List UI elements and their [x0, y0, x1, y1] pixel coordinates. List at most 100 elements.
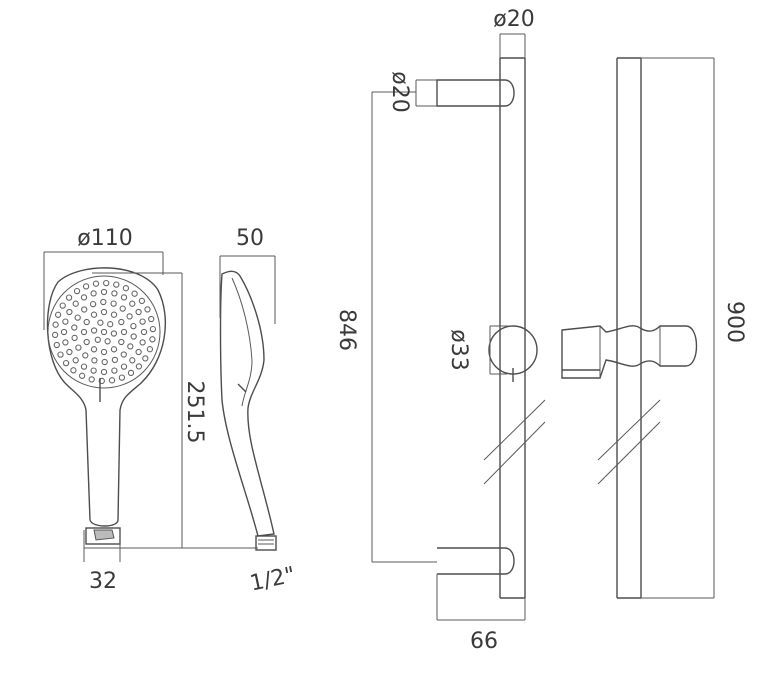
spray-hole: [98, 377, 105, 385]
spray-hole: [100, 288, 108, 296]
spray-hole: [60, 328, 68, 336]
spray-hole: [88, 376, 95, 383]
spray-hole: [111, 356, 119, 364]
spray-hole: [118, 374, 126, 381]
spray-hole: [129, 300, 136, 307]
spray-hole: [65, 294, 73, 301]
spray-hole: [82, 352, 89, 359]
spray-hole: [62, 339, 69, 346]
spray-hole: [130, 333, 137, 340]
spray-hole: [103, 279, 110, 287]
spray-hole: [92, 280, 100, 287]
spray-hole: [53, 341, 60, 349]
spray-hole: [66, 348, 73, 356]
rail-front-view: [436, 57, 546, 599]
spray-hole: [80, 363, 88, 370]
spray-hole: [80, 328, 88, 336]
spray-hole: [110, 330, 118, 337]
spray-hole: [122, 285, 130, 292]
spray-hole: [62, 359, 70, 367]
spray-hole: [59, 302, 66, 309]
spray-hole: [120, 363, 128, 370]
spray-hole: [89, 300, 97, 308]
spray-hole: [148, 315, 155, 323]
spray-hole: [107, 321, 114, 328]
spray-hole: [100, 298, 107, 306]
spray-hole: [139, 318, 146, 325]
spray-holes: [51, 279, 157, 385]
center-distance-label: 846: [334, 309, 359, 351]
spray-hole: [74, 314, 81, 321]
spray-hole: [138, 297, 146, 305]
spray-hole: [100, 368, 108, 376]
spray-hole: [90, 327, 98, 334]
spray-hole: [135, 363, 143, 370]
spray-hole: [118, 318, 125, 326]
spray-hole: [57, 351, 64, 358]
bracket-diameter-label: ø20: [387, 71, 412, 112]
handset-front-view: [46, 267, 167, 545]
spray-hole: [72, 300, 79, 307]
spray-hole: [119, 305, 126, 312]
spray-hole: [83, 338, 90, 346]
spray-hole: [100, 348, 108, 356]
head-depth-label: 50: [236, 226, 264, 251]
spray-hole: [139, 339, 146, 346]
handset-dimension-lines: [43, 251, 276, 562]
rail-side-view: [561, 57, 698, 599]
overall-length-label: 900: [722, 301, 747, 343]
spray-hole: [97, 319, 104, 326]
handset-length-label: 251.5: [182, 381, 207, 444]
spray-hole: [108, 377, 116, 384]
spray-hole: [111, 367, 118, 374]
spray-hole: [81, 306, 88, 313]
spray-hole: [140, 328, 148, 336]
spray-hole: [70, 367, 77, 374]
spray-hole: [66, 308, 73, 316]
spray-hole: [62, 318, 69, 325]
spray-hole: [129, 357, 136, 364]
bar-diameter-label: ø20: [493, 7, 534, 32]
spray-hole: [127, 343, 134, 350]
spray-hole: [130, 322, 137, 330]
connector-width-label: 32: [89, 569, 117, 594]
spray-hole: [90, 290, 97, 297]
spray-hole: [90, 367, 97, 374]
spray-hole: [100, 328, 108, 336]
projection-label: 66: [470, 629, 498, 654]
spray-hole: [110, 346, 118, 353]
spray-hole: [54, 311, 62, 318]
spray-hole: [142, 355, 149, 362]
holder-diameter-label: ø33: [446, 329, 471, 370]
spray-hole: [131, 290, 138, 297]
spray-hole: [90, 346, 98, 353]
spray-hole: [149, 336, 156, 343]
spray-hole: [91, 357, 98, 364]
spray-hole: [80, 294, 88, 301]
spray-hole: [94, 336, 101, 343]
spray-hole: [120, 294, 128, 301]
spray-hole: [127, 369, 135, 377]
spray-hole: [83, 318, 90, 326]
spray-hole: [120, 351, 127, 358]
spray-hole: [90, 311, 98, 318]
spray-hole: [82, 283, 90, 290]
spray-hole: [71, 334, 78, 342]
spray-hole: [135, 308, 142, 316]
spray-hole: [100, 308, 108, 316]
rail-front-dimension-lines: [371, 33, 526, 621]
spray-hole: [120, 328, 128, 336]
spray-hole: [126, 313, 133, 320]
rail-side-dimension-lines: [641, 57, 715, 599]
spray-hole: [78, 372, 86, 379]
spray-hole: [52, 321, 59, 328]
spray-hole: [144, 306, 151, 313]
spray-hole: [101, 358, 108, 366]
spray-hole: [118, 338, 125, 346]
spray-hole: [71, 324, 78, 331]
spray-hole: [110, 311, 118, 318]
handset-side-view: [219, 270, 277, 551]
spray-hole: [111, 290, 118, 297]
spray-hole: [110, 300, 117, 307]
